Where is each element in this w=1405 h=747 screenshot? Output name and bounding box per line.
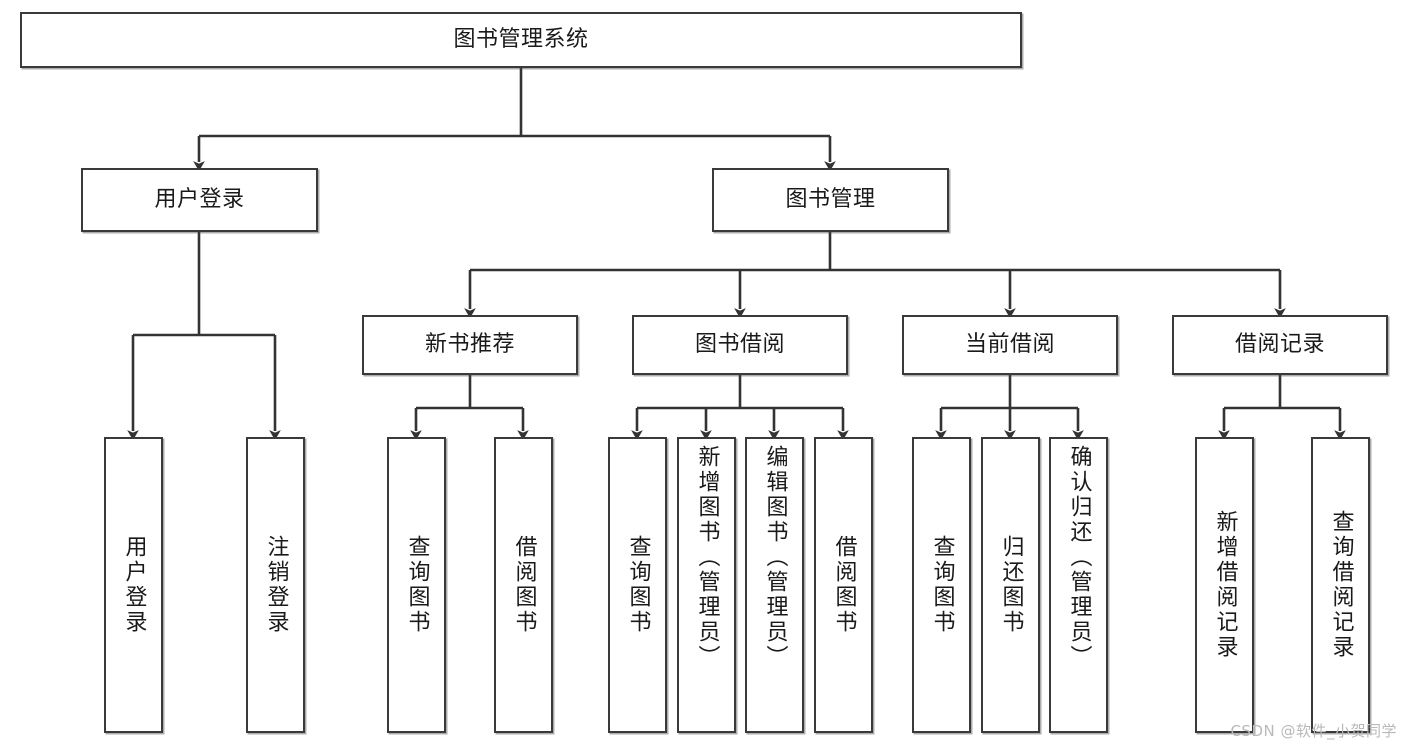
node-leaf-user-login-label: 用户登录 bbox=[121, 535, 147, 635]
node-new-book-recommend-label: 新书推荐 bbox=[424, 331, 515, 357]
node-leaf-query-book-1-label: 查询图书 bbox=[404, 535, 430, 635]
node-leaf-add-record-label: 新增借阅记录 bbox=[1212, 510, 1238, 660]
node-leaf-logout-login-label: 注销登录 bbox=[263, 535, 289, 635]
node-leaf-user-login[interactable]: 用户登录 bbox=[104, 437, 163, 733]
node-leaf-edit-book-label: 编辑图书（管理员） bbox=[762, 445, 788, 670]
node-leaf-edit-book[interactable]: 编辑图书（管理员） bbox=[745, 437, 804, 733]
node-leaf-query-record[interactable]: 查询借阅记录 bbox=[1311, 437, 1370, 733]
node-leaf-query-record-label: 查询借阅记录 bbox=[1328, 510, 1354, 660]
node-leaf-query-book-2[interactable]: 查询图书 bbox=[608, 437, 667, 733]
node-leaf-borrow-book-2-label: 借阅图书 bbox=[831, 535, 857, 635]
node-root[interactable]: 图书管理系统 bbox=[20, 12, 1022, 68]
node-leaf-logout-login[interactable]: 注销登录 bbox=[246, 437, 305, 733]
node-book-manage-label: 图书管理 bbox=[785, 186, 876, 212]
node-leaf-borrow-book-2[interactable]: 借阅图书 bbox=[814, 437, 873, 733]
node-book-borrow-label: 图书借阅 bbox=[694, 331, 785, 357]
node-root-label: 图书管理系统 bbox=[453, 26, 589, 52]
node-leaf-confirm-return-label: 确认归还（管理员） bbox=[1066, 445, 1092, 670]
node-leaf-return-book-label: 归还图书 bbox=[998, 535, 1024, 635]
node-current-borrow-label: 当前借阅 bbox=[964, 331, 1055, 357]
node-current-borrow[interactable]: 当前借阅 bbox=[902, 315, 1118, 375]
node-leaf-add-record[interactable]: 新增借阅记录 bbox=[1195, 437, 1254, 733]
node-leaf-query-book-1[interactable]: 查询图书 bbox=[387, 437, 446, 733]
node-leaf-query-book-3-label: 查询图书 bbox=[929, 535, 955, 635]
node-user-login[interactable]: 用户登录 bbox=[81, 168, 318, 232]
node-book-borrow[interactable]: 图书借阅 bbox=[632, 315, 848, 375]
node-user-login-label: 用户登录 bbox=[154, 186, 245, 212]
node-new-book-recommend[interactable]: 新书推荐 bbox=[362, 315, 578, 375]
node-leaf-query-book-3[interactable]: 查询图书 bbox=[912, 437, 971, 733]
node-leaf-add-book[interactable]: 新增图书（管理员） bbox=[677, 437, 736, 733]
node-leaf-borrow-book-1[interactable]: 借阅图书 bbox=[494, 437, 553, 733]
node-book-manage[interactable]: 图书管理 bbox=[712, 168, 949, 232]
node-borrow-record-label: 借阅记录 bbox=[1234, 331, 1325, 357]
node-leaf-return-book[interactable]: 归还图书 bbox=[981, 437, 1040, 733]
node-leaf-query-book-2-label: 查询图书 bbox=[625, 535, 651, 635]
node-leaf-borrow-book-1-label: 借阅图书 bbox=[511, 535, 537, 635]
node-leaf-confirm-return[interactable]: 确认归还（管理员） bbox=[1049, 437, 1108, 733]
node-borrow-record[interactable]: 借阅记录 bbox=[1172, 315, 1388, 375]
node-leaf-add-book-label: 新增图书（管理员） bbox=[694, 445, 720, 670]
